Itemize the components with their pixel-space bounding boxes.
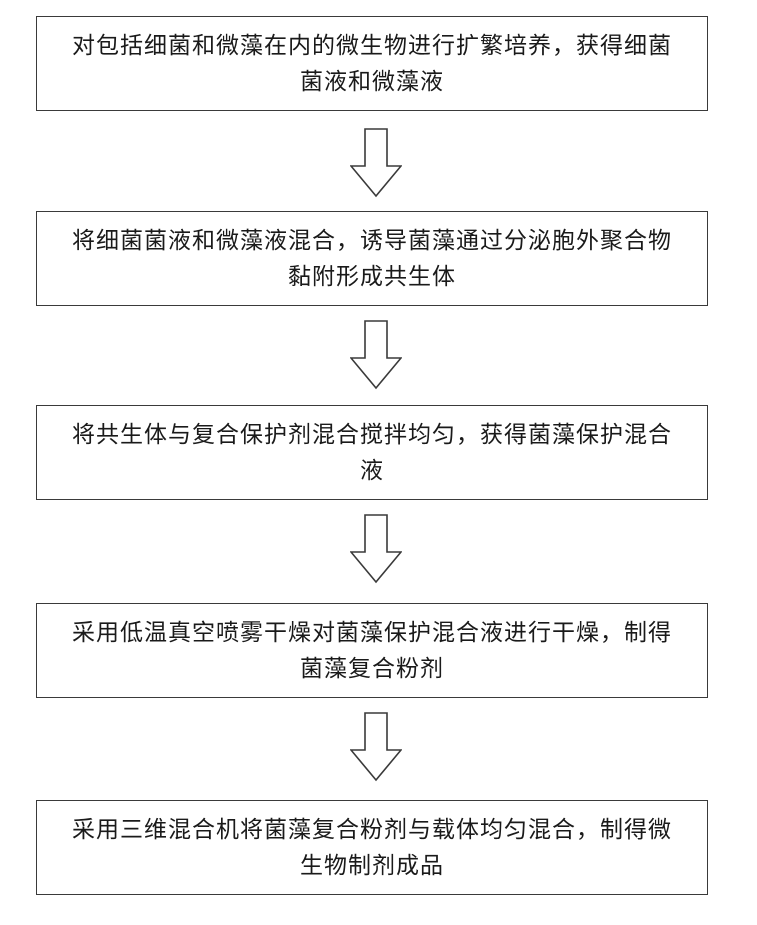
step-2-text: 将细菌菌液和微藻液混合，诱导菌藻通过分泌胞外聚合物黏附形成共生体 — [63, 223, 681, 295]
down-arrow-icon — [350, 514, 402, 584]
step-3-box: 将共生体与复合保护剂混合搅拌均匀，获得菌藻保护混合液 — [36, 405, 708, 500]
down-arrow-icon — [350, 712, 402, 782]
step-4-text: 采用低温真空喷雾干燥对菌藻保护混合液进行干燥，制得菌藻复合粉剂 — [63, 615, 681, 687]
step-1-box: 对包括细菌和微藻在内的微生物进行扩繁培养，获得细菌菌液和微藻液 — [36, 16, 708, 111]
down-arrow-icon — [350, 320, 402, 390]
step-3-text: 将共生体与复合保护剂混合搅拌均匀，获得菌藻保护混合液 — [63, 417, 681, 489]
step-1-text: 对包括细菌和微藻在内的微生物进行扩繁培养，获得细菌菌液和微藻液 — [63, 28, 681, 100]
step-2-box: 将细菌菌液和微藻液混合，诱导菌藻通过分泌胞外聚合物黏附形成共生体 — [36, 211, 708, 306]
down-arrow-icon — [350, 128, 402, 198]
step-4-box: 采用低温真空喷雾干燥对菌藻保护混合液进行干燥，制得菌藻复合粉剂 — [36, 603, 708, 698]
step-5-box: 采用三维混合机将菌藻复合粉剂与载体均匀混合，制得微生物制剂成品 — [36, 800, 708, 895]
step-5-text: 采用三维混合机将菌藻复合粉剂与载体均匀混合，制得微生物制剂成品 — [63, 812, 681, 884]
